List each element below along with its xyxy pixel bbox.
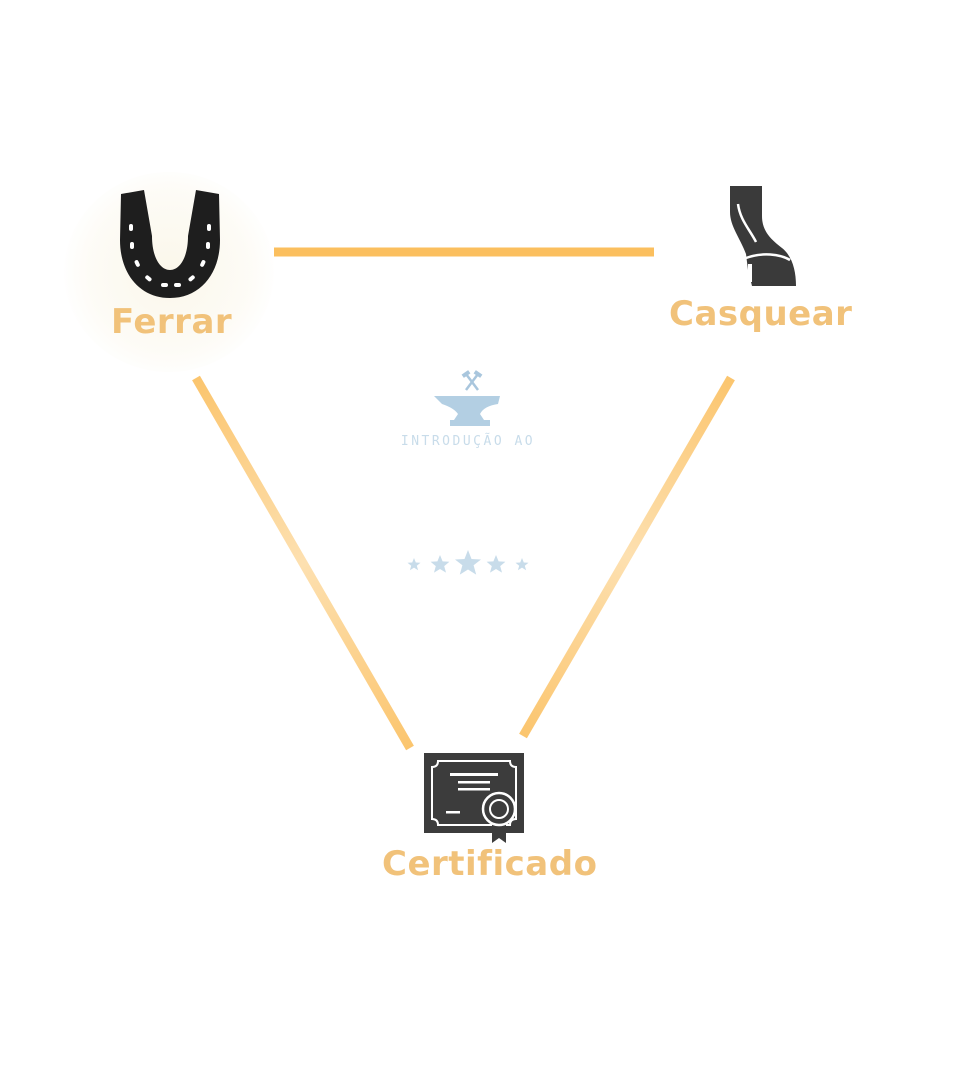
hoof-icon [730,186,796,286]
casquear-label: Casquear [669,294,853,334]
watermark-text: INTRODUÇÃO AO [400,434,536,449]
connector-casquear-certificado [519,375,735,739]
certificado-label: Certificado [382,844,598,884]
five-stars-icon [407,550,529,575]
anvil-hammers-icon [434,370,500,426]
watermark-logo: INTRODUÇÃO AO [400,366,540,586]
ferrar-label: Ferrar [111,302,233,342]
connector-ferrar-certificado [192,375,414,751]
certificate-icon [424,753,524,843]
horseshoe-icon [120,190,220,298]
